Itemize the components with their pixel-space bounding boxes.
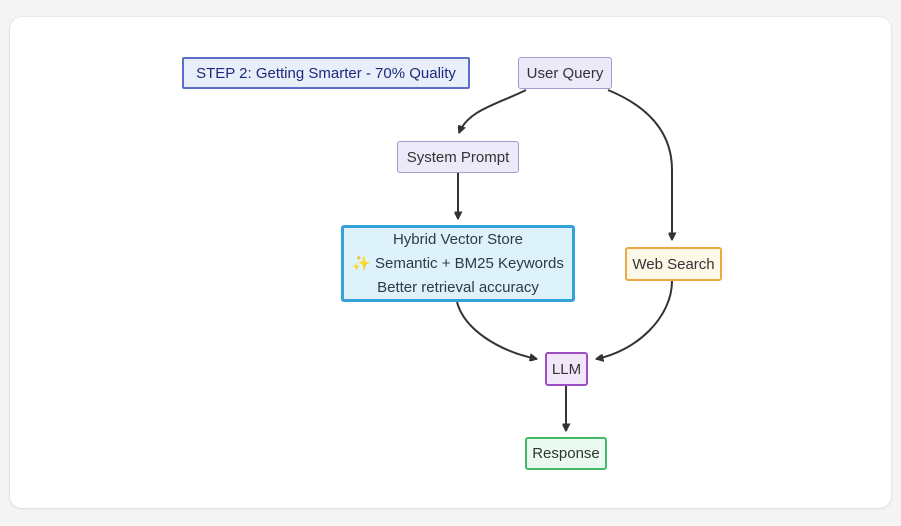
node-system-prompt: System Prompt [397, 141, 519, 173]
node-hybrid-vector-store: Hybrid Vector Store ✨ Semantic + BM25 Ke… [341, 225, 575, 302]
node-system-prompt-label: System Prompt [406, 148, 510, 166]
node-hybrid-line3: Better retrieval accuracy [377, 278, 539, 296]
node-hybrid-line2: ✨ Semantic + BM25 Keywords [352, 254, 564, 272]
node-web-search-label: Web Search [632, 255, 715, 273]
node-response: Response [525, 437, 607, 470]
node-hybrid-line1: Hybrid Vector Store [392, 230, 524, 248]
step-title-box: STEP 2: Getting Smarter - 70% Quality [182, 57, 470, 89]
node-user-query: User Query [518, 57, 612, 89]
node-llm-label: LLM [551, 360, 582, 378]
step-title-label: STEP 2: Getting Smarter - 70% Quality [196, 64, 456, 82]
node-user-query-label: User Query [526, 64, 604, 82]
node-response-label: Response [532, 445, 600, 462]
node-llm: LLM [545, 352, 588, 386]
node-web-search: Web Search [625, 247, 722, 281]
